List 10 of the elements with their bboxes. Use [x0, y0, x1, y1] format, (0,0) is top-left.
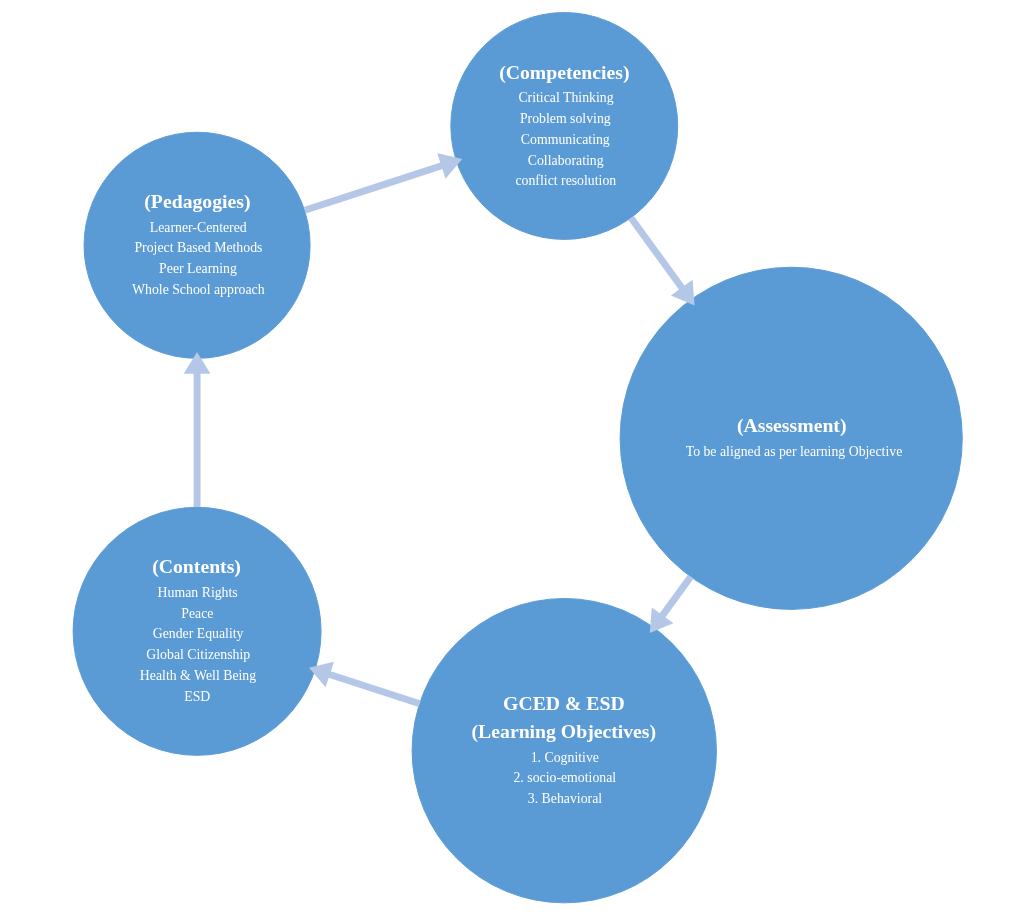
- node-circle: GCED & ESD (Learning Objectives) 1. Cognitive 2. socio-emotional 3. Behavioral: [411, 598, 717, 904]
- arrow: [303, 153, 463, 214]
- node-circle: (Competencies) Critical Thinking Problem solving Communicating Collaborating conflict resolution: [450, 12, 679, 240]
- node-circle: (Contents) Human Rights Peace Gender Equality Global Citizenship Health & Well Being ESD: [72, 506, 322, 756]
- arrow: [649, 574, 694, 633]
- arrow: [628, 215, 695, 306]
- arrow: [308, 661, 421, 707]
- node-circle: (Pedagogies) Learner-Centered Project Based Methods Peer Learning Whole School approach: [83, 131, 311, 359]
- node-circle: (Assessment) To be aligned as per learning Objective: [619, 266, 963, 610]
- arrow: [183, 351, 211, 508]
